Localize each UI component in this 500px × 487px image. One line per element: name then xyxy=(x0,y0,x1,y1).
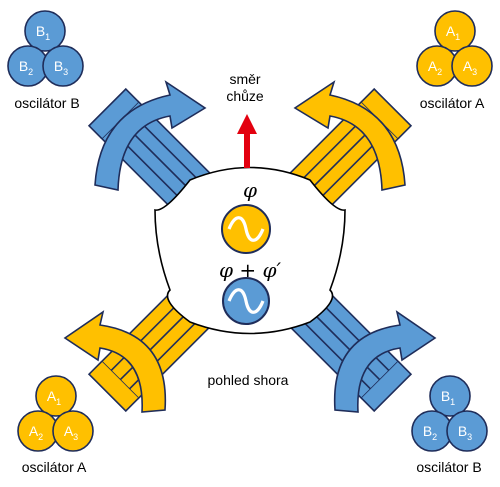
yellow-sine-oscillator xyxy=(221,204,271,254)
sine-wave-icon xyxy=(227,216,265,242)
swing-arrow-bottom-left xyxy=(63,310,167,413)
svg-text:B1: B1 xyxy=(36,23,50,42)
swing-arrow-top-left xyxy=(94,80,207,191)
svg-text:B3: B3 xyxy=(458,423,472,442)
svg-text:B2: B2 xyxy=(423,423,437,442)
direction-label-line1: směr xyxy=(229,71,260,87)
oscillator-cluster-bottom-right: B1 B2 B3 xyxy=(411,375,488,452)
blue-sine-oscillator xyxy=(222,277,270,325)
swing-arrow-bottom-right xyxy=(333,310,437,413)
svg-text:A1: A1 xyxy=(446,23,460,42)
direction-arrow xyxy=(237,114,257,168)
oscillator-label-bottom-right: oscilátor B xyxy=(416,459,481,475)
svg-text:B1: B1 xyxy=(441,388,455,407)
svg-text:B3: B3 xyxy=(54,58,68,77)
svg-text:A2: A2 xyxy=(29,423,43,442)
oscillator-label-bottom-left: oscilátor A xyxy=(22,459,87,475)
oscillator-label-top-right: oscilátor A xyxy=(420,95,485,111)
svg-text:A3: A3 xyxy=(463,58,477,77)
view-label: pohled shora xyxy=(208,372,289,388)
svg-text:A3: A3 xyxy=(64,423,78,442)
oscillator-cluster-top-left: B1 B2 B3 xyxy=(7,10,84,87)
oscillator-cluster-bottom-left: A1 A2 A3 xyxy=(17,375,94,452)
svg-text:A2: A2 xyxy=(428,58,442,77)
direction-label-line2: chůze xyxy=(226,88,264,104)
oscillator-label-top-left: oscilátor B xyxy=(14,95,79,111)
oscillator-cluster-top-right: A1 A2 A3 xyxy=(416,10,493,87)
swing-arrow-top-right xyxy=(293,80,406,191)
phase-top-label: φ xyxy=(243,178,257,202)
sine-wave-icon xyxy=(227,288,265,314)
svg-text:A1: A1 xyxy=(47,388,61,407)
svg-text:B2: B2 xyxy=(19,58,33,77)
